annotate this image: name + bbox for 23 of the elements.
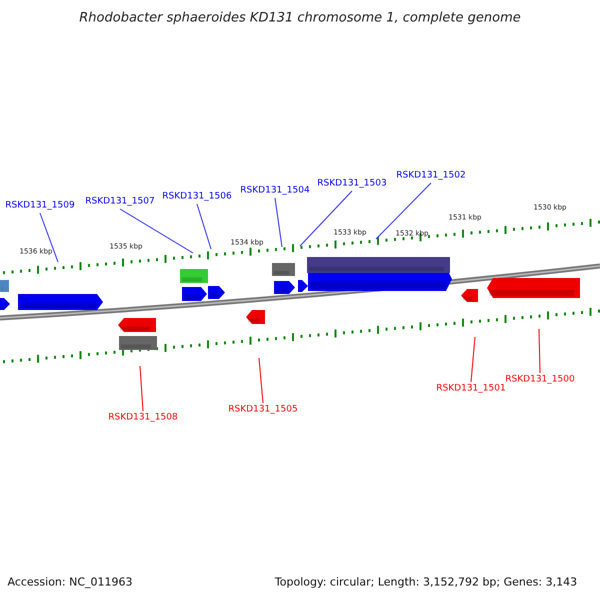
gene-label: RSKD131_1500 [505,376,575,384]
gene-label: RSKD131_1508 [108,414,178,422]
gene-label: RSKD131_1509 [5,202,75,210]
leader-line [196,204,212,250]
genome-summary-text: Topology: circular; Length: 3,152,792 bp; Genes: 3,143 [274,576,578,588]
leader-line [274,198,282,248]
map-title: Rhodobacter sphaeroides KD131 chromosome 1, complete genome [79,12,521,24]
gene-label: RSKD131_1503 [317,180,387,188]
gene-label: RSKD131_1504 [240,186,310,196]
gene-label: RSKD131_1502 [396,172,466,180]
leader-line [538,328,540,374]
accession-text: Accession: NC_011963 [7,576,133,588]
leader-line [120,208,194,254]
gene-label: RSKD131_1505 [228,406,298,414]
gene-label: RSKD131_1501 [436,384,506,394]
leader-line [376,182,432,240]
leader-line [258,358,264,404]
leader-line [40,212,58,262]
leader-line [140,366,144,412]
leader-line [300,190,352,246]
gene-label: RSKD131_1507 [85,198,155,206]
leader-line [470,336,476,382]
gene-label: RSKD131_1506 [162,192,232,202]
